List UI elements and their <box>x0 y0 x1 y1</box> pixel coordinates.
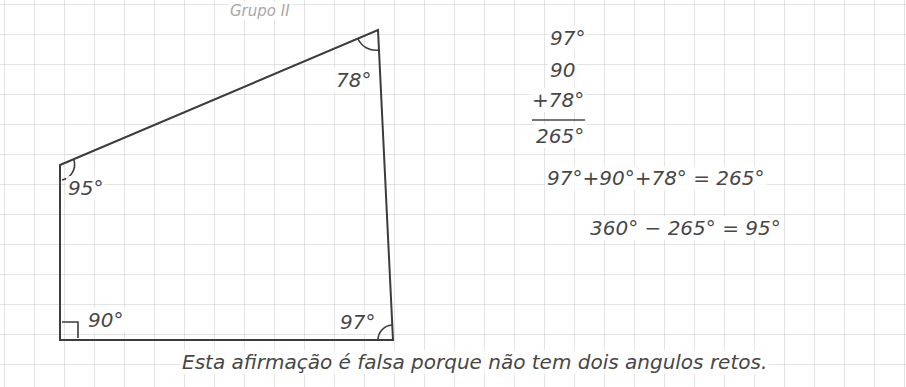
handwritten-label: 265° <box>534 124 586 148</box>
label-text: 97°+90°+78° = 265° <box>545 166 767 190</box>
quadrilateral <box>60 30 393 340</box>
handwritten-label: +78° <box>530 88 586 112</box>
label-text: Esta afirmação é falsa porque não tem do… <box>180 350 769 374</box>
handwritten-label: 95° <box>66 176 105 200</box>
label-text: 360° − 265° = 95° <box>588 216 783 240</box>
handwritten-label: 360° − 265° = 95° <box>588 216 783 240</box>
angle-arc <box>358 39 379 50</box>
label-text: 95° <box>66 176 105 200</box>
handwritten-label: 90 <box>548 58 577 82</box>
handwritten-label: 97° <box>548 26 587 50</box>
sum-line <box>532 119 585 121</box>
handwritten-label: 97°+90°+78° = 265° <box>545 166 767 190</box>
label-text: 78° <box>334 68 373 92</box>
label-text: +78° <box>530 88 586 112</box>
angle-arc <box>378 325 392 340</box>
label-text: 97° <box>548 26 587 50</box>
label-text: 97° <box>338 310 377 334</box>
right-angle-mark <box>62 322 78 338</box>
handwritten-label: 78° <box>334 68 373 92</box>
handwritten-label: Esta afirmação é falsa porque não tem do… <box>180 350 769 374</box>
handwritten-label: 90° <box>86 308 125 332</box>
label-text: 90 <box>548 58 577 82</box>
label-text: 90° <box>86 308 125 332</box>
handwritten-label: Grupo II <box>228 2 292 20</box>
label-text: Grupo II <box>228 2 292 20</box>
handwritten-label: 97° <box>338 310 377 334</box>
label-text: 265° <box>534 124 586 148</box>
